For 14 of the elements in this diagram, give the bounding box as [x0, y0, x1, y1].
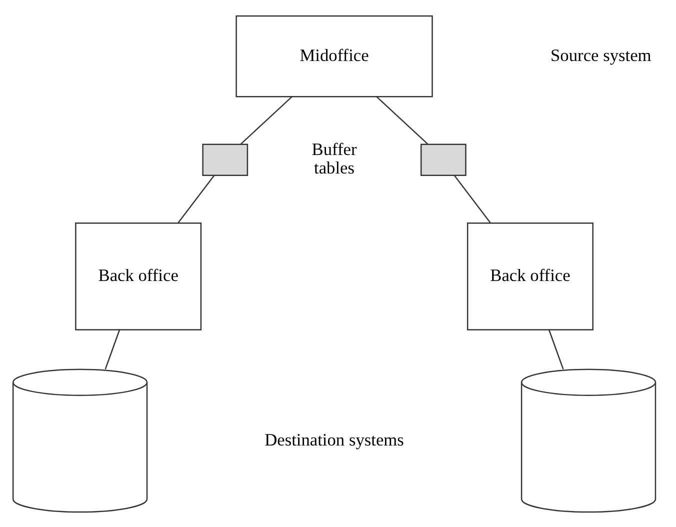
connector [548, 329, 564, 369]
label: Source system [550, 45, 652, 64]
node-box [420, 143, 466, 176]
connector [178, 174, 215, 222]
connector [240, 96, 293, 144]
label: Buffer tables [312, 140, 357, 178]
node-box: Back office [75, 222, 202, 330]
label: Destination systems [264, 430, 404, 449]
node-box: Midoffice [236, 14, 433, 97]
connector [104, 329, 120, 369]
connector [376, 96, 428, 144]
node-box: Back office [466, 222, 594, 330]
node-box [202, 143, 248, 176]
connector [454, 174, 491, 222]
